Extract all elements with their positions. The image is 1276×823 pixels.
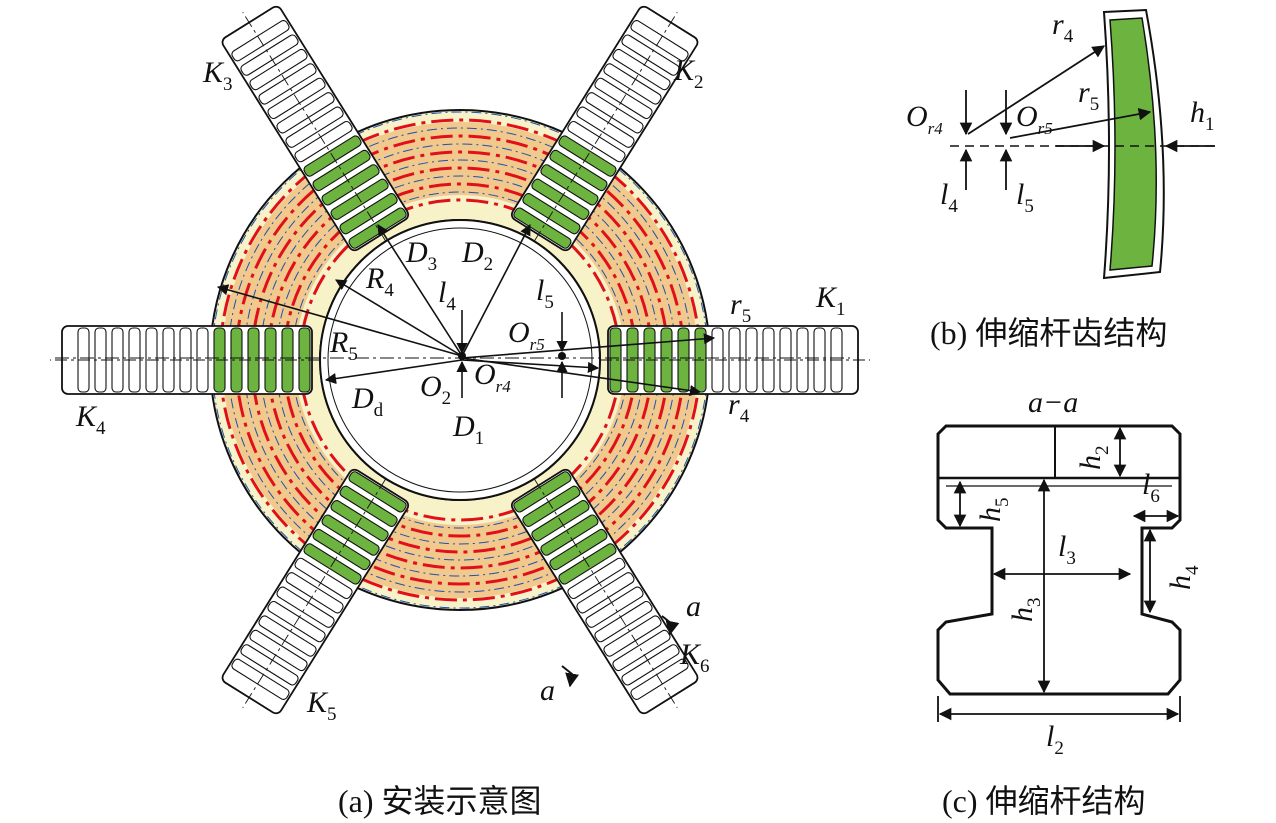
label-d2: D2 — [461, 236, 493, 275]
label-k4: K4 — [75, 400, 106, 439]
label-r4: R4 — [365, 262, 394, 301]
rod-centerline — [242, 478, 387, 708]
label-r5: R5 — [329, 326, 358, 365]
label-d1: D1 — [452, 410, 484, 449]
tooth-r5-arrow — [1009, 107, 1152, 139]
tooth-label-r4: r4 — [1052, 8, 1074, 47]
label-k3: K3 — [202, 56, 233, 95]
telescopic-rods — [50, 5, 870, 715]
label-l4: l4 — [438, 276, 456, 315]
label-k6: K6 — [679, 638, 710, 677]
label-k5: K5 — [306, 686, 337, 725]
tooth-label-l4: l4 — [940, 178, 958, 217]
label-k1: K1 — [815, 281, 846, 320]
label-k2: K2 — [673, 54, 704, 93]
rod-cross-section — [936, 424, 1182, 696]
center-or5-point — [558, 352, 566, 360]
label-h3: h3 — [1006, 598, 1045, 623]
label-l3: l3 — [1058, 530, 1076, 569]
caption-b: (b) 伸缩杆齿结构 — [930, 315, 1168, 351]
dim-line-d3 — [377, 224, 463, 357]
label-o2: O2 — [420, 370, 451, 409]
label-h4: h4 — [1164, 565, 1203, 590]
panel-a-installation-diagram: K1 K2 K3 K4 K5 K6 D3 D2 D1 Dd R4 R5 l4 l… — [50, 5, 870, 725]
dim-line-r4-small — [461, 357, 702, 397]
label-h5: h5 — [974, 498, 1013, 523]
rod-5 — [221, 468, 410, 715]
tooth-label-or4: Or4 — [906, 100, 943, 138]
dim-line-dd — [324, 359, 463, 385]
section-arrow-bottom — [561, 665, 579, 688]
label-or5: Or5 — [508, 316, 545, 354]
label-or4: Or4 — [474, 358, 511, 396]
rod-centerline — [533, 478, 678, 708]
label-r4-small: r4 — [728, 388, 750, 427]
tooth-label-l5: l5 — [1016, 178, 1034, 217]
ring-bore-inner-line — [327, 227, 593, 493]
dim-line-r5 — [216, 284, 463, 357]
rod-centerline — [242, 12, 387, 242]
tooth-label-r5: r5 — [1078, 76, 1099, 115]
label-l2: l2 — [1046, 720, 1064, 759]
rod-4 — [50, 325, 320, 395]
dim-line-r5-small — [461, 333, 716, 359]
tooth-r4-arrow — [967, 45, 1106, 135]
tooth-label-h1: h1 — [1190, 96, 1215, 135]
rod-2 — [510, 5, 699, 252]
tooth-green-body — [1109, 17, 1157, 271]
rod-centerline — [533, 12, 678, 242]
label-dd: Dd — [351, 382, 384, 421]
section-mark-bottom: a — [540, 674, 555, 707]
label-l5: l5 — [536, 274, 554, 313]
panel-b-tooth-structure: r4 r5 Or4 Or5 h1 l4 l5 — [906, 8, 1215, 280]
dim-line-r4 — [335, 279, 463, 357]
rod-6 — [510, 468, 699, 715]
label-d3: D3 — [405, 236, 437, 275]
rod-1 — [600, 325, 870, 395]
section-arrow-top — [661, 615, 680, 636]
label-l6: l6 — [1142, 468, 1160, 507]
caption-c: (c) 伸缩杆结构 — [942, 783, 1146, 819]
section-mark-top: a — [686, 590, 701, 623]
label-h2: h2 — [1074, 446, 1113, 471]
label-r5-small: r5 — [730, 288, 751, 327]
tooth-label-or5: Or5 — [1016, 100, 1053, 138]
section-title: a−a — [1028, 386, 1078, 419]
caption-a: (a) 安装示意图 — [338, 783, 542, 819]
panel-c-rod-structure: a−a h2 h5 l6 l3 h4 h3 l2 — [936, 386, 1203, 759]
center-o2-point — [458, 352, 466, 360]
dim-line-d2 — [461, 224, 531, 357]
